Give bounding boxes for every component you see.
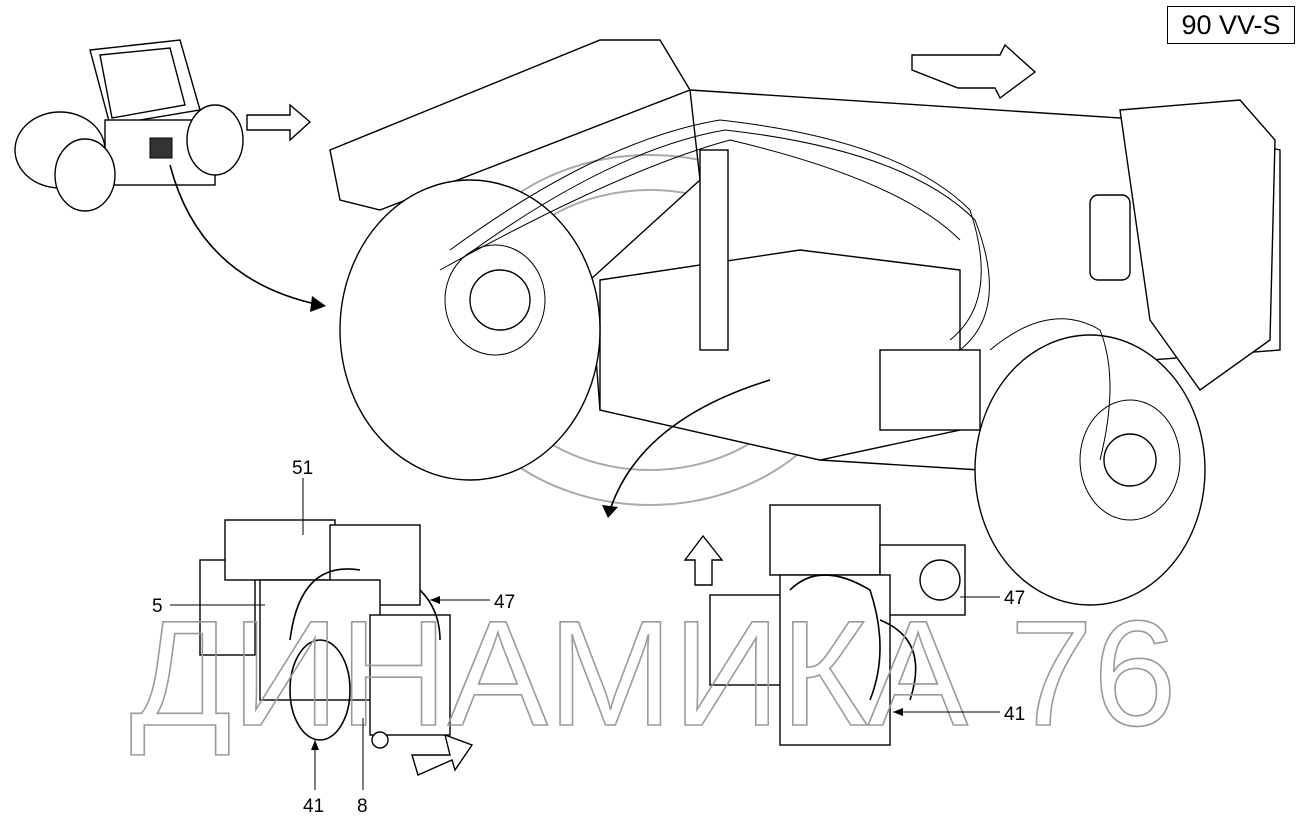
detail-pointer-arrow <box>609 379 771 511</box>
callout-47-right: 47 <box>1004 588 1025 609</box>
direction-arrow-icon <box>246 43 1037 776</box>
front-drum <box>339 179 601 481</box>
model-label: 90 VV-S <box>1167 6 1295 44</box>
left-pump-assembly <box>199 519 451 749</box>
callout-leaders <box>170 478 1000 790</box>
pointer-arrow <box>169 164 321 306</box>
roller-frame-drawing <box>329 39 1281 606</box>
callout-5: 5 <box>152 596 163 617</box>
watermark-text: ДИНАМИКА 76 <box>130 589 1176 757</box>
roller-overview-thumbnail <box>14 39 244 212</box>
callout-47-left: 47 <box>494 592 515 613</box>
callout-41-left: 41 <box>303 796 324 817</box>
right-pump-assembly <box>709 504 966 746</box>
rear-drum <box>974 334 1206 606</box>
callout-8: 8 <box>357 796 368 817</box>
callout-41-right: 41 <box>1004 704 1025 725</box>
callout-51: 51 <box>292 458 313 479</box>
